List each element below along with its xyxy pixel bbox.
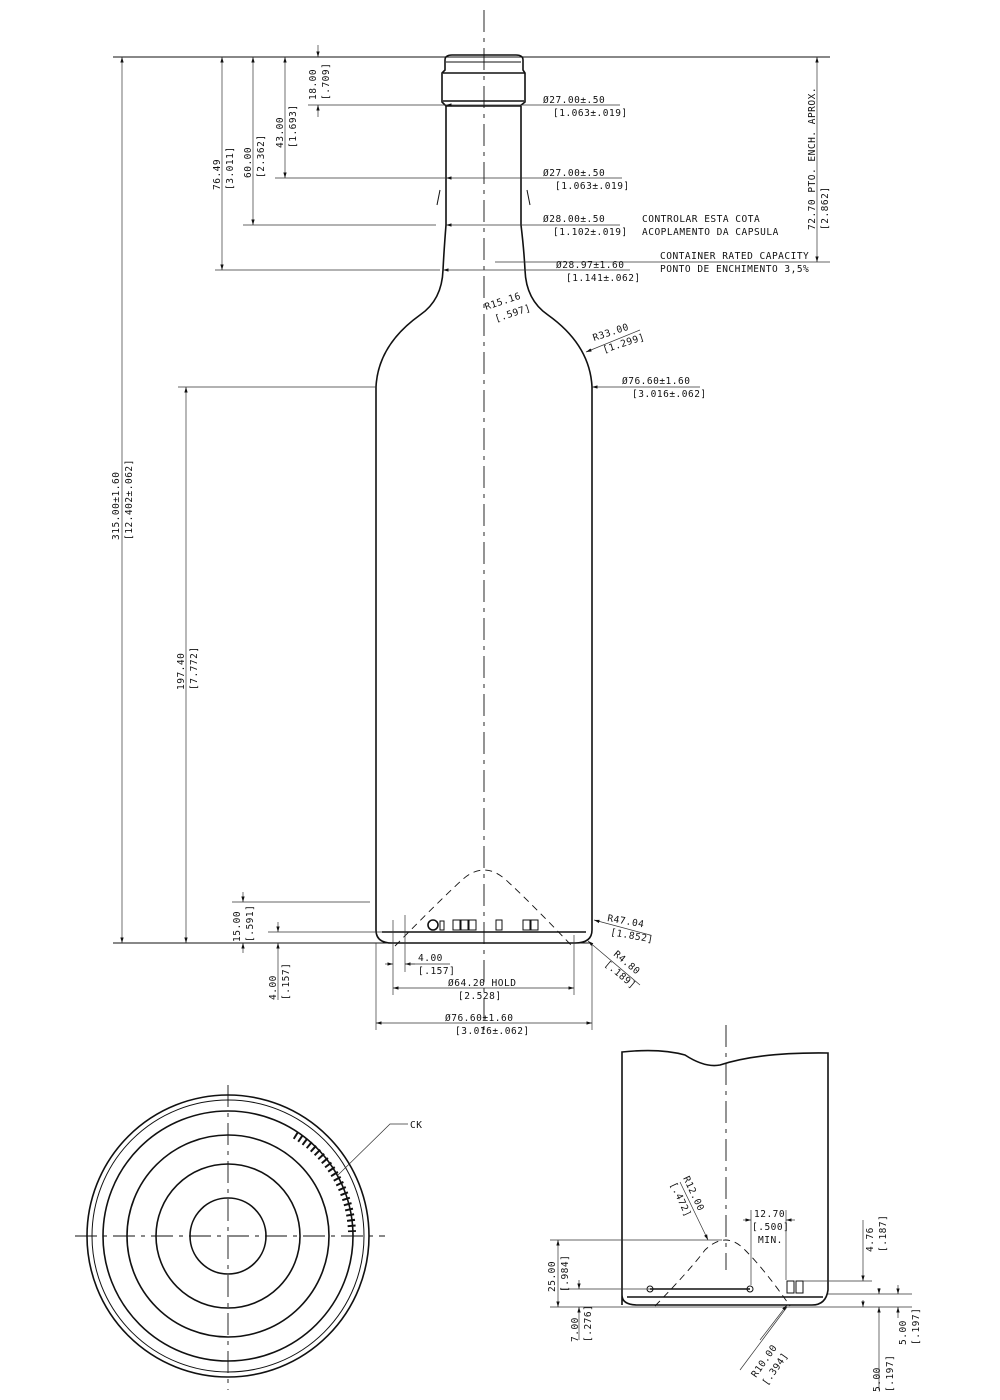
- h-15-label: 15.00: [232, 911, 243, 942]
- h-18-label: 18.00: [308, 69, 319, 100]
- section-view: 25.00 [.984] 7.00 [.276] R12.00 [.472] 1…: [547, 1025, 922, 1392]
- ck-knurling: [292, 1131, 356, 1233]
- h-fill-inch: [2.862]: [820, 186, 831, 230]
- h-7-label: 7.00: [570, 1317, 581, 1342]
- base-dia-inch: [2.528]: [458, 991, 502, 1002]
- h-4-inch: [.157]: [281, 963, 292, 1000]
- h-body-inch: [7.772]: [189, 646, 200, 690]
- h-5b-label: 5.00: [898, 1320, 909, 1345]
- body-dia-inch: [3.016±.062]: [632, 389, 707, 400]
- h-476-label: 4.76: [865, 1227, 876, 1252]
- bottom-view: CK: [75, 1085, 422, 1390]
- neck-dia-label: Ø27.00±.50: [543, 168, 605, 179]
- h-25-inch: [.984]: [560, 1255, 571, 1292]
- w-min-label: 12.70: [754, 1209, 785, 1220]
- h-fill-label: 72.70 PTO. ENCH. APROX.: [807, 87, 818, 230]
- h-total-inch: [12.402±.062]: [124, 459, 135, 540]
- fill-note-1: CONTAINER RATED CAPACITY: [660, 251, 809, 262]
- side-view: Ø27.00±.50 [1.063±.019] Ø27.00±.50 [1.06…: [111, 10, 831, 1037]
- capsule-dia-label: Ø28.00±.50: [543, 214, 605, 225]
- bottle-outline: [375, 54, 593, 947]
- fill-dia-label: Ø28.97±1.60: [556, 260, 624, 271]
- h-7-inch: [.276]: [583, 1305, 594, 1342]
- h-5a-label: 5.00: [872, 1367, 883, 1392]
- fill-dia-inch: [1.141±.062]: [566, 273, 641, 284]
- h-25-label: 25.00: [547, 1261, 558, 1292]
- body-dia-label: Ø76.60±1.60: [622, 376, 690, 387]
- finish-dia-inch: [1.063±.019]: [553, 108, 628, 119]
- h-total-label: 315.00±1.60: [111, 472, 122, 540]
- r-heel-inch: [1.852]: [609, 927, 654, 945]
- h-body-label: 197.40: [176, 653, 187, 690]
- neck-dia-inch: [1.063±.019]: [555, 181, 630, 192]
- w-4-label: 4.00: [418, 953, 443, 964]
- h-60-label: 60.00: [243, 147, 254, 178]
- h-18-inch: [.709]: [321, 63, 332, 100]
- w-4-inch: [.157]: [418, 966, 455, 977]
- w-min-note: MIN.: [758, 1235, 783, 1246]
- base-dia-label: Ø64.20 HOLD: [448, 978, 516, 989]
- bottom-dia-label: Ø76.60±1.60: [445, 1013, 513, 1024]
- finish-dia-label: Ø27.00±.50: [543, 95, 605, 106]
- base-engraving: [427, 919, 539, 931]
- h-43-inch: [1.693]: [288, 104, 299, 148]
- bottom-dia-inch: [3.016±.062]: [455, 1026, 530, 1037]
- w-min-inch: [.500]: [752, 1222, 789, 1233]
- h-15-inch: [.591]: [245, 905, 256, 942]
- h-7649-label: 76.49: [212, 159, 223, 190]
- h-4-label: 4.00: [268, 975, 279, 1000]
- h-7649-inch: [3.011]: [225, 146, 236, 190]
- capsule-note-1: CONTROLAR ESTA COTA: [642, 214, 760, 225]
- h-476-inch: [.187]: [878, 1215, 889, 1252]
- h-5a-inch: [.197]: [885, 1355, 896, 1392]
- h-5b-inch: [.197]: [911, 1308, 922, 1345]
- h-60-inch: [2.362]: [256, 134, 267, 178]
- ck-leader: [337, 1123, 408, 1176]
- ck-label: CK: [410, 1120, 422, 1131]
- h-43-label: 43.00: [275, 117, 286, 148]
- capsule-dia-inch: [1.102±.019]: [553, 227, 628, 238]
- capsule-note-2: ACOPLAMENTO DA CAPSULA: [642, 227, 779, 238]
- fill-note-2: PONTO DE ENCHIMENTO 3,5%: [660, 264, 809, 275]
